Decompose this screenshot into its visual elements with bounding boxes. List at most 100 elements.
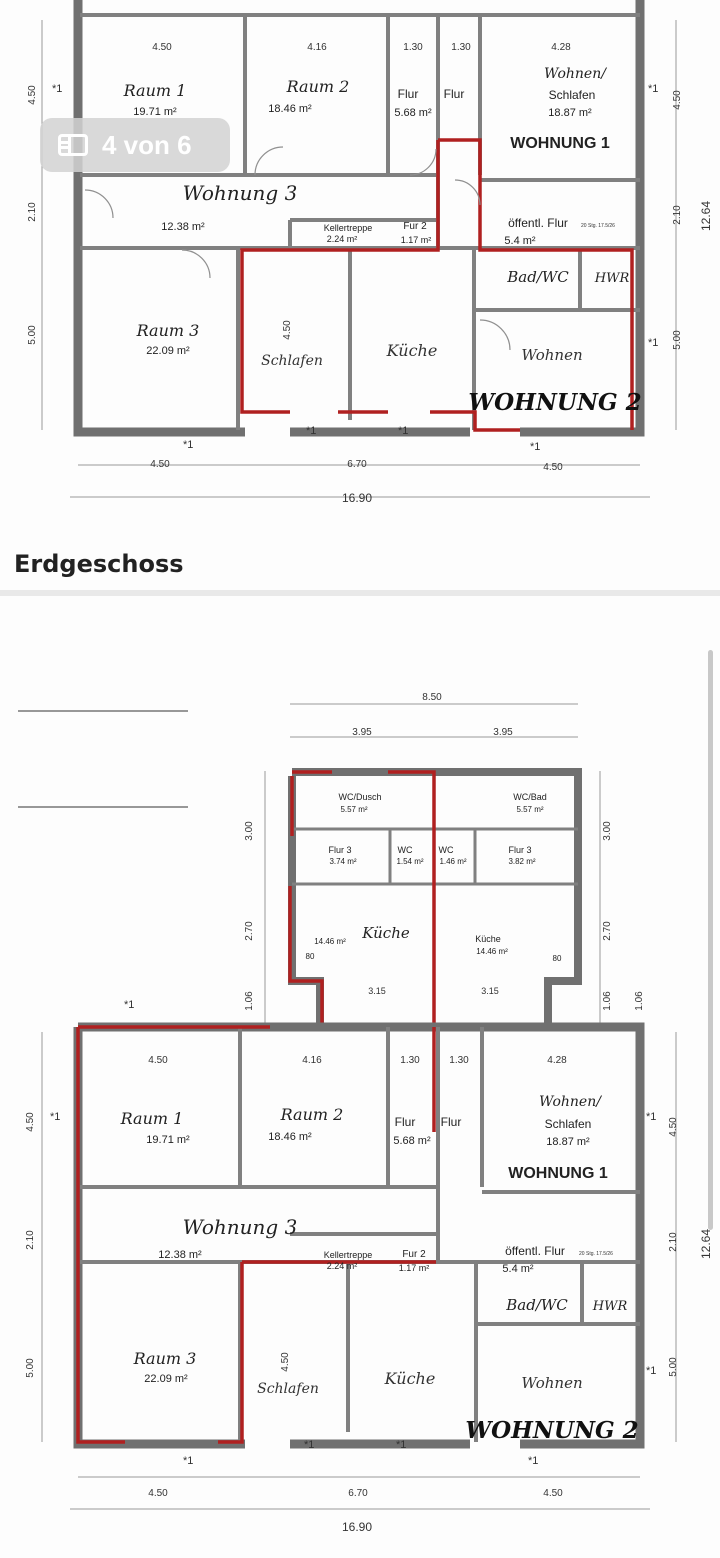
room-wc-dusch-name: WC/Dusch xyxy=(338,792,381,802)
mark-star1: *1 xyxy=(528,1455,538,1467)
room-wc-bad-name: WC/Bad xyxy=(513,792,547,802)
dim-right-3: 5.00 xyxy=(668,1357,679,1377)
room-wohnen-area: 18.87 m² xyxy=(546,1136,590,1148)
dim-left-2: 2.10 xyxy=(27,202,38,222)
room-wc-bad-area: 5.57 m² xyxy=(516,805,543,814)
scrollbar[interactable] xyxy=(708,650,713,1230)
room-wc1-area: 1.54 m² xyxy=(396,857,423,866)
dimension-lines xyxy=(41,1032,677,1510)
room-kueche: Küche xyxy=(386,341,438,360)
dim-upper-w1: 3.95 xyxy=(352,727,372,738)
inner-walls xyxy=(80,1027,640,1442)
mark-star1: *1 xyxy=(183,1455,193,1467)
dim-left-1: 4.50 xyxy=(25,1112,36,1132)
dim-upper-h3-right2: 1.06 xyxy=(634,991,645,1011)
upper-n80-left: 80 xyxy=(306,952,315,961)
room-fur2-area: 1.17 m² xyxy=(399,1263,430,1273)
room-flur3a-name: Flur 3 xyxy=(328,845,351,855)
room-kueche: Küche xyxy=(384,1369,436,1388)
dim-top-1: 4.50 xyxy=(148,1055,168,1066)
sidebar-pages-icon xyxy=(58,134,88,156)
dim-inner-height: 4.50 xyxy=(280,1352,291,1372)
room-fur2-area: 1.17 m² xyxy=(401,235,432,245)
ground-floor-plan-top: 4.50 4.16 1.30 1.30 4.28 4.50 2.10 5.00 … xyxy=(27,0,713,505)
page-indicator[interactable]: 4 von 6 xyxy=(40,118,230,172)
room-flur-a-area: 5.68 m² xyxy=(394,107,432,119)
upper-dimension-lines xyxy=(264,703,601,1026)
dim-right-1: 4.50 xyxy=(668,1117,679,1137)
room-raum2-area: 18.46 m² xyxy=(268,103,312,115)
dim-upper-h1-right: 3.00 xyxy=(602,821,613,841)
dim-bottom-1: 4.50 xyxy=(150,459,170,470)
dim-upper-w2: 3.95 xyxy=(493,727,513,738)
room-hwr: HWR xyxy=(594,271,630,286)
dim-right-total: 12.64 xyxy=(699,1229,713,1259)
room-kellertreppe-name: Kellertreppe xyxy=(324,1250,373,1260)
room-raum3-name: Raum 3 xyxy=(136,321,200,340)
dim-total: 16.90 xyxy=(342,491,372,505)
dim-bottom-2: 6.70 xyxy=(347,459,367,470)
upper-n80-right: 80 xyxy=(553,954,562,963)
room-oeffentl-flur-name: öffentl. Flur xyxy=(505,1244,565,1258)
room-oeffentl-flur-area: 5.4 m² xyxy=(504,235,536,247)
room-oeffentl-flur-area: 5.4 m² xyxy=(502,1263,534,1275)
room-wc1-name: WC xyxy=(398,845,413,855)
door-swings xyxy=(84,146,511,351)
room-raum1-area: 19.71 m² xyxy=(146,1134,190,1146)
dim-upper-h3-right: 1.06 xyxy=(602,991,613,1011)
dim-top-4: 1.30 xyxy=(451,42,471,53)
dim-upper-h2-right: 2.70 xyxy=(602,921,613,941)
mark-star1: *1 xyxy=(396,1439,406,1451)
room-raum2-name: Raum 2 xyxy=(280,1105,344,1124)
dim-right-2: 2.10 xyxy=(672,205,683,225)
mark-star1: *1 xyxy=(648,337,658,349)
dim-top-4: 1.30 xyxy=(449,1055,469,1066)
dim-right-2: 2.10 xyxy=(668,1232,679,1252)
page-indicator-text: 4 von 6 xyxy=(102,129,192,160)
label-wohnung2: WOHNUNG 2 xyxy=(465,1417,638,1444)
room-wohnung3-area: 12.38 m² xyxy=(158,1249,202,1261)
label-wohnung2: WOHNUNG 2 xyxy=(468,389,641,416)
dim-upper-k2: 3.15 xyxy=(481,986,499,996)
header-lines xyxy=(18,710,188,808)
dim-right-1: 4.50 xyxy=(672,90,683,110)
inner-walls xyxy=(80,13,640,430)
room-wohnen-name: Wohnen/ xyxy=(539,1094,602,1110)
room-bad-wc: Bad/WC xyxy=(506,268,569,286)
mark-star1: *1 xyxy=(52,83,62,95)
room-raum3-area: 22.09 m² xyxy=(146,345,190,357)
dim-upper-width: 8.50 xyxy=(422,692,442,703)
room-wc-dusch-area: 5.57 m² xyxy=(340,805,367,814)
room-schlafen2: Schlafen xyxy=(257,1381,319,1397)
dim-inner-height: 4.50 xyxy=(282,320,293,340)
room-schlafen-name: Schlafen xyxy=(545,1117,592,1131)
room-wc2-name: WC xyxy=(439,845,454,855)
label-wohnung3: Wohnung 3 xyxy=(183,181,298,205)
dim-upper-h2-left: 2.70 xyxy=(244,921,255,941)
ground-floor-plan-bottom: 4.50 4.16 1.30 1.30 4.28 4.50 2.10 5.00 … xyxy=(25,1022,713,1534)
mark-star1: *1 xyxy=(124,999,134,1011)
dim-left-3: 5.00 xyxy=(25,1358,36,1378)
label-wohnung1: WOHNUNG 1 xyxy=(508,1165,608,1182)
room-wohnen2: Wohnen xyxy=(521,346,582,364)
room-flur-a-name: Flur xyxy=(398,87,419,101)
mark-star1: *1 xyxy=(530,441,540,453)
room-schlafen-name: Schlafen xyxy=(549,88,596,102)
dim-bottom-2: 6.70 xyxy=(348,1488,368,1499)
room-raum3-area: 22.09 m² xyxy=(144,1373,188,1385)
mark-star1: *1 xyxy=(398,425,408,437)
mark-star1: *1 xyxy=(646,1365,656,1377)
room-raum1-name: Raum 1 xyxy=(120,1109,184,1128)
dim-bottom-3: 4.50 xyxy=(543,462,563,473)
dim-upper-k1: 3.15 xyxy=(368,986,386,996)
dim-right-3: 5.00 xyxy=(672,330,683,350)
room-flur3a-area: 3.74 m² xyxy=(329,857,356,866)
stairs-note: 20 Stg. 17.5/26 xyxy=(579,1251,613,1257)
mark-star1: *1 xyxy=(306,425,316,437)
room-kueche-a-area: 14.46 m² xyxy=(314,937,346,946)
label-wohnung3: Wohnung 3 xyxy=(183,1215,298,1239)
mark-star1: *1 xyxy=(646,1111,656,1123)
dim-top-3: 1.30 xyxy=(403,42,423,53)
room-wohnen-area: 18.87 m² xyxy=(548,107,592,119)
mark-star1: *1 xyxy=(50,1111,60,1123)
